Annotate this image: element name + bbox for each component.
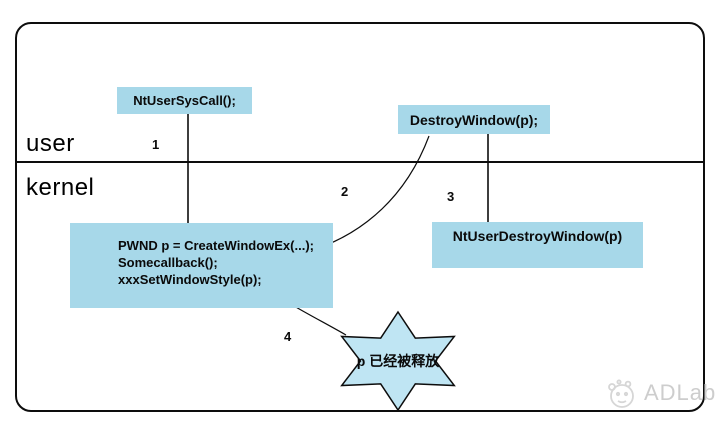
kernel-region-label: kernel (26, 174, 95, 201)
user-region-label: user (26, 130, 75, 157)
ntusersyscall-box: NtUserSysCall(); (117, 87, 252, 114)
panda-logo-icon (608, 379, 634, 408)
step-number-4: 4 (284, 329, 292, 344)
freed-star-label: p 已经被释放 (356, 353, 440, 369)
step-number-2: 2 (341, 184, 349, 199)
watermark: ADLab (598, 376, 716, 410)
user-kernel-divider (16, 161, 704, 163)
createwindowex-box: PWND p = CreateWindowEx(...); Somecallba… (70, 223, 333, 308)
ntuserdestroywindow-box: NtUserDestroyWindow(p) (432, 222, 643, 268)
setwindowstyle-code-line: xxxSetWindowStyle(p); (118, 272, 262, 287)
destroywindow-box: DestroyWindow(p); (398, 105, 550, 134)
somecallback-code-line: Somecallback(); (118, 255, 218, 270)
createwindowex-code-line: PWND p = CreateWindowEx(...); (118, 238, 314, 253)
step-number-1: 1 (152, 137, 160, 152)
step-number-3: 3 (447, 189, 455, 204)
watermark-text: ADLab (644, 380, 717, 405)
